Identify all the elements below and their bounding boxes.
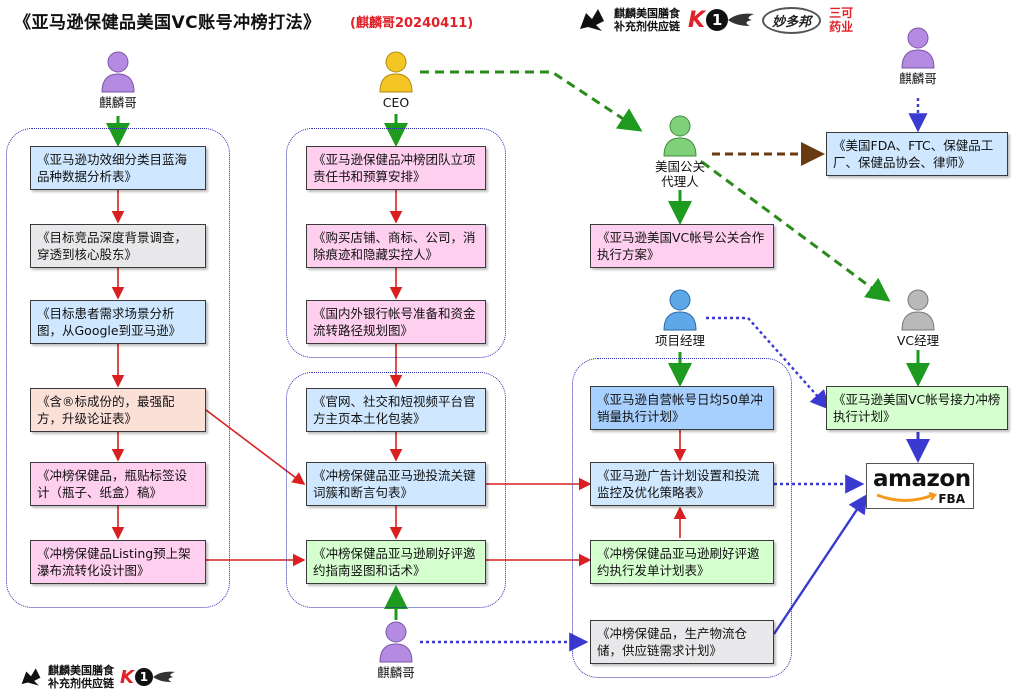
node-l3: 《目标患者需求场景分析图，从Google到亚马逊》: [30, 300, 206, 344]
top-company-line1: 麒麟美国膳食: [614, 7, 680, 20]
top-company-line2: 补充剂供应链: [614, 20, 680, 33]
actor-label: CEO: [382, 95, 410, 110]
node-r2: 《亚马逊广告计划设置和投流监控及优化策略表》: [590, 462, 774, 506]
actor-label: 麒麟哥: [99, 95, 137, 110]
node-m1: 《亚马逊保健品冲榜团队立项责任书和预算安排》: [306, 146, 486, 190]
amazon-fba: FBA: [938, 492, 965, 506]
qilin-logo-icon: [21, 668, 41, 686]
amazon-smile-icon: [876, 492, 938, 502]
arrow-pm-to-vcplan-dotted: [706, 316, 830, 410]
k1-letter: K: [688, 7, 706, 33]
node-l5: 《冲榜保健品，瓶贴标签设计（瓶子、纸盒）稿》: [30, 462, 206, 506]
node-fda: 《美国FDA、FTC、保健品工厂、保健品协会、律师》: [826, 132, 1008, 176]
page-title: 《亚马逊保健品美国VC账号冲榜打法》: [14, 13, 321, 33]
sanke-line2: 药业: [829, 20, 854, 34]
node-m2: 《购买店铺、商标、公司，消除痕迹和隐藏实控人》: [306, 224, 486, 268]
node-l1: 《亚马逊功效细分类目蓝海品种数据分析表》: [30, 146, 206, 190]
page-subtitle: (麒麟哥20240411): [350, 16, 474, 31]
actor-vc-manager: VC经理: [888, 288, 948, 348]
actor-label-line1: 美国公关: [654, 159, 705, 174]
actor-qilin-bottom: 麒麟哥: [366, 620, 426, 680]
top-company-name: 麒麟美国膳食 补充剂供应链: [614, 7, 680, 33]
person-icon: [901, 27, 935, 69]
group-left: [6, 128, 230, 608]
amazon-fba-logo: amazon FBA: [866, 463, 974, 509]
node-vc-plan: 《亚马逊美国VC帐号接力冲榜执行计划》: [826, 386, 1008, 430]
sanke-line1: 三可: [829, 6, 854, 20]
node-m5: 《冲榜保健品亚马逊投流关键词簇和断言句表》: [306, 462, 486, 506]
node-r3: 《冲榜保健品亚马逊刷好评邀约执行发单计划表》: [590, 540, 774, 584]
person-icon: [101, 51, 135, 93]
actor-label: 麒麟哥: [899, 71, 937, 86]
sanke-logo: 三可 药业: [829, 6, 853, 34]
actor-qilin-right: 麒麟哥: [888, 26, 948, 86]
arrow-ceo-to-pr-dashed: [420, 70, 643, 132]
qilin-logo-icon: [580, 9, 604, 31]
node-l2: 《目标竞品深度背景调查，穿透到核心股东》: [30, 224, 206, 268]
actor-label: 项目经理: [654, 333, 705, 348]
person-icon: [379, 51, 413, 93]
arrow-l4-to-m5: [205, 409, 306, 485]
amazon-word: amazon: [873, 466, 971, 492]
arrow-r4-to-amazon: [773, 494, 868, 635]
actor-pr-agent: 美国公关代理人: [650, 114, 710, 189]
group-right: [572, 358, 792, 678]
node-r0: 《亚马逊美国VC帐号公关合作执行方案》: [590, 224, 774, 268]
node-m4: 《官网、社交和短视频平台官方主页本土化包装》: [306, 388, 486, 432]
node-l4: 《含®标成份的，最强配方，升级论证表》: [30, 388, 206, 432]
miaoduobang-logo: 妙多邦: [762, 6, 822, 34]
node-l6: 《冲榜保健品Listing预上架瀑布流转化设计图》: [30, 540, 206, 584]
actor-qilin-left: 麒麟哥: [88, 50, 148, 110]
person-icon: [663, 115, 697, 157]
bottom-company-line1: 麒麟美国膳食: [48, 664, 114, 677]
node-r1: 《亚马逊自营帐号日均50单冲销量执行计划》: [590, 386, 774, 430]
actor-project-manager: 项目经理: [650, 288, 710, 348]
group-middle-top: [286, 128, 506, 358]
actor-label: 美国公关代理人: [650, 159, 710, 189]
bottom-company-name: 麒麟美国膳食 补充剂供应链: [48, 664, 114, 690]
node-m6: 《冲榜保健品亚马逊刷好评邀约指南竖图和话术》: [306, 540, 486, 584]
k1-number: 1: [706, 9, 729, 31]
k1-number: 1: [134, 668, 153, 686]
arrow-pr-to-vc-dashed: [701, 160, 891, 302]
k1-letter: K: [120, 666, 134, 688]
group-middle-bottom: [286, 372, 506, 608]
actor-ceo: CEO: [366, 50, 426, 110]
actor-label: 麒麟哥: [377, 665, 415, 680]
person-icon: [901, 289, 935, 331]
wing-icon: [728, 13, 755, 26]
node-m3: 《国内外银行帐号准备和资金流转路径规划图》: [306, 300, 486, 344]
person-icon: [379, 621, 413, 663]
person-icon: [663, 289, 697, 331]
bottom-company-line2: 补充剂供应链: [48, 677, 114, 690]
actor-label-line2: 代理人: [661, 174, 699, 189]
actor-label: VC经理: [896, 333, 940, 348]
wing-icon: [152, 671, 175, 683]
node-r4: 《冲榜保健品，生产物流仓储，供应链需求计划》: [590, 620, 774, 664]
